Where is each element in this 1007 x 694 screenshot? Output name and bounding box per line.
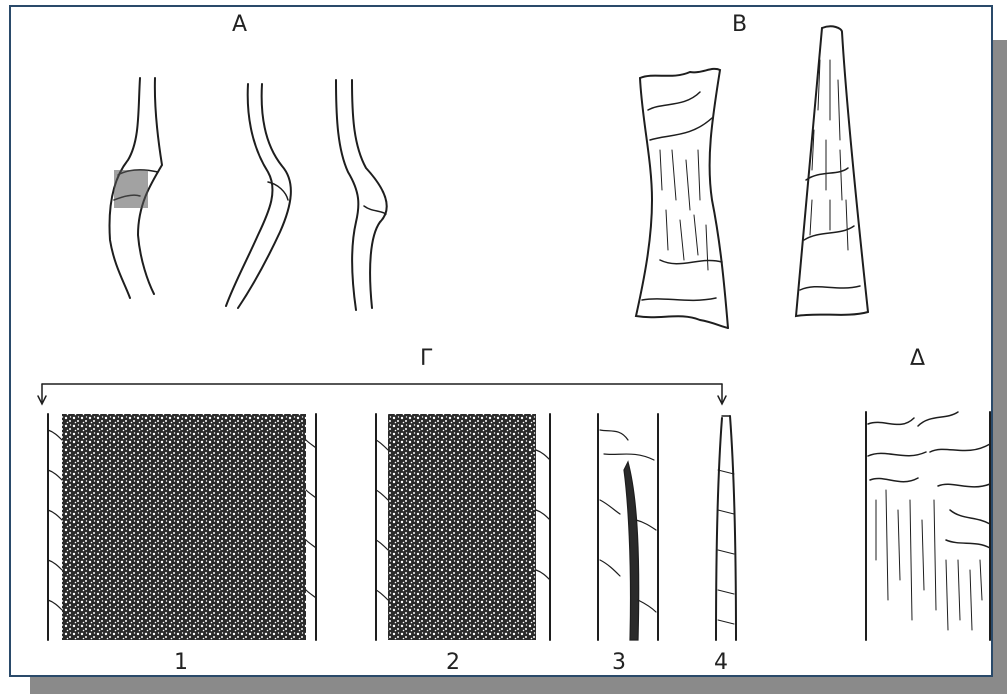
panel-label-d: Δ bbox=[910, 346, 925, 371]
hair-number-1: 1 bbox=[174, 650, 188, 675]
hair-number-2: 2 bbox=[446, 650, 460, 675]
hair-number-3: 3 bbox=[612, 650, 626, 675]
panel-g-hair-1 bbox=[48, 414, 316, 640]
panel-label-b: B bbox=[732, 12, 747, 37]
panel-g-hair-2 bbox=[376, 414, 550, 640]
hair-number-4: 4 bbox=[714, 650, 728, 675]
panel-label-a: A bbox=[232, 12, 247, 37]
panel-label-g: Γ bbox=[420, 346, 432, 371]
